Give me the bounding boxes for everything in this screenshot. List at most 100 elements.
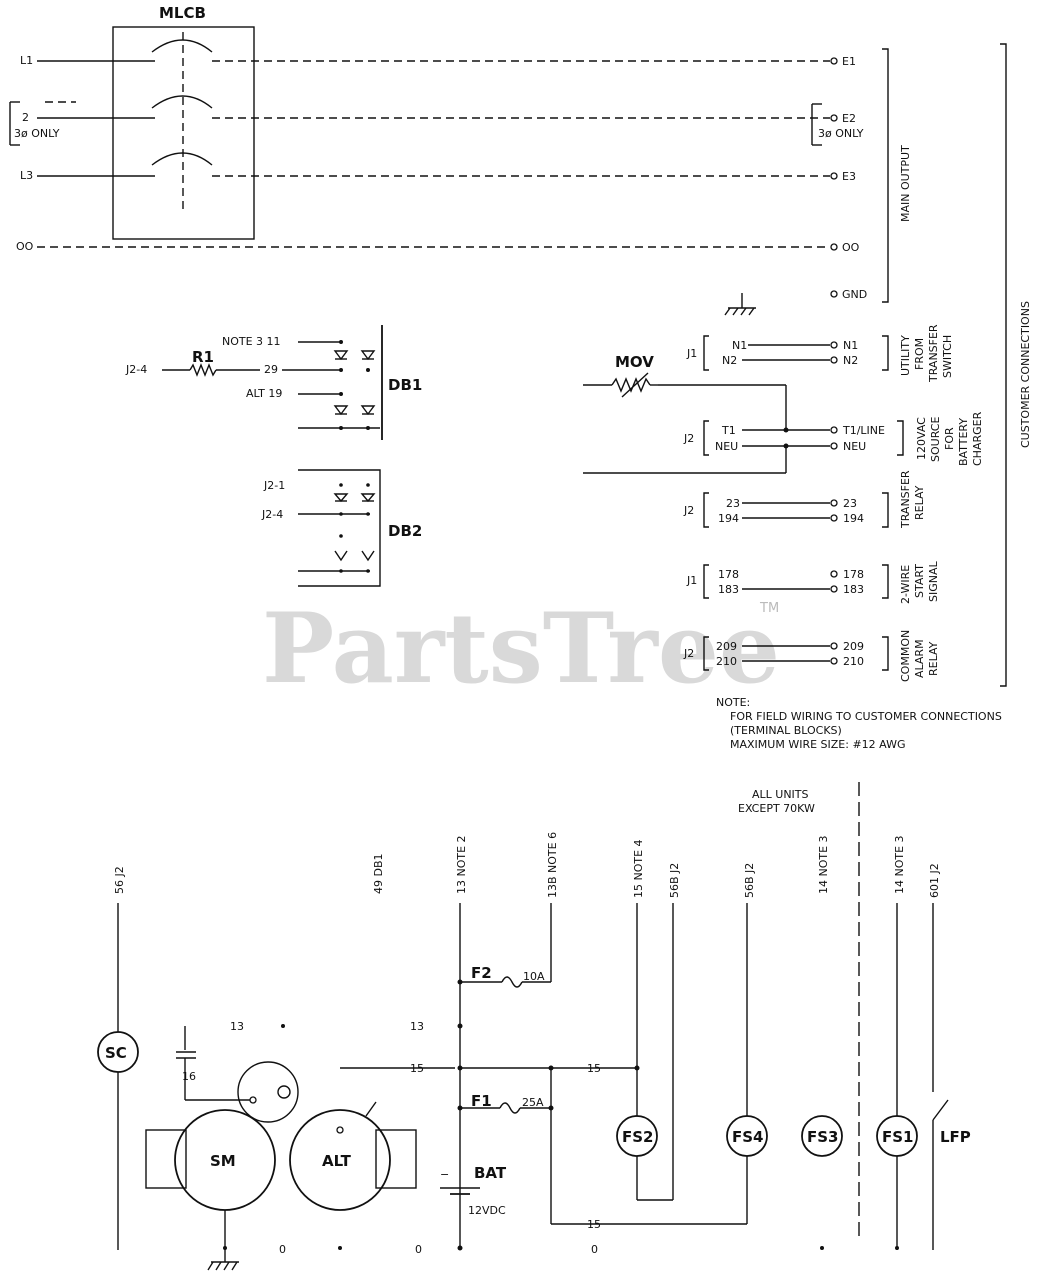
conn-label: J2 <box>683 647 694 660</box>
db1-block: R1 J2-4 29 NOTE 3 11 ALT 19 DB1 <box>125 325 422 440</box>
fs3-label: FS3 <box>807 1128 839 1146</box>
db2-input-j24: J2-4 <box>261 508 283 521</box>
solenoid-circle <box>237 1061 299 1123</box>
wire-label: 15 <box>410 1062 424 1075</box>
desc-transfer-relay: TRANSFER RELAY <box>899 470 926 529</box>
resistor-r1 <box>189 363 217 377</box>
group-utility: J1 N1 N2 N1 N2 <box>686 335 889 371</box>
bat-label: BAT <box>474 1164 507 1182</box>
fs1-switch: FS1 <box>876 903 918 1250</box>
mlcb-inputs: L1 2 3ø ONLY L3 OO <box>9 54 830 253</box>
svg-text:RELAY: RELAY <box>913 485 926 520</box>
svg-text:BATTERY: BATTERY <box>957 418 970 466</box>
output-e3: E3 <box>842 170 856 183</box>
col-label: 13 NOTE 2 <box>455 835 468 894</box>
wire-label: 13 <box>410 1020 424 1033</box>
svg-text:ALL UNITS: ALL UNITS <box>752 788 809 801</box>
r1-input-label: J2-4 <box>125 363 147 376</box>
col-label: 14 NOTE 3 <box>893 835 906 894</box>
db1-input-alt19: ALT 19 <box>246 387 282 400</box>
svg-text:ALARM: ALARM <box>913 639 926 678</box>
term-label: N1 <box>843 339 858 352</box>
desc-utility: UTILITY FROM TRANSFER SWITCH <box>899 324 954 383</box>
input-l2: 2 <box>22 111 29 124</box>
col-label: 49 DB1 <box>372 853 385 894</box>
desc-2wire-start: 2-WIRE START SIGNAL <box>899 560 940 604</box>
desc-alarm-relay: COMMON ALARM RELAY <box>899 630 940 682</box>
svg-text:SIGNAL: SIGNAL <box>927 560 940 602</box>
f2-label: F2 <box>471 964 492 982</box>
group-battery-charger: J2 T1 NEU T1/LINE NEU <box>683 420 904 456</box>
fuse-column: 13 F2 10A F1 25A 15 15 <box>410 903 747 1251</box>
svg-text:COMMON: COMMON <box>899 630 912 682</box>
ground-icon <box>724 293 756 316</box>
column-labels: 56 J2 49 DB1 13 NOTE 2 13B NOTE 6 15 NOT… <box>113 832 941 898</box>
fs1-label: FS1 <box>882 1128 914 1146</box>
term-label: 194 <box>843 512 864 525</box>
fs3-switch: FS3 <box>801 1115 843 1250</box>
wire-label: 209 <box>716 640 737 653</box>
wire-label: 183 <box>718 583 739 596</box>
watermark: PartsTree <box>262 592 780 705</box>
lfp-switch: LFP <box>932 903 971 1250</box>
group-alarm-relay: J2 209 210 209 210 <box>683 636 889 671</box>
term-label: T1/LINE <box>842 424 885 437</box>
wire-label: 0 <box>279 1243 286 1256</box>
term-label: 183 <box>843 583 864 596</box>
wire-label: 178 <box>718 568 739 581</box>
db1-input-note3: NOTE 3 11 <box>222 335 281 348</box>
col-label: 13B NOTE 6 <box>546 832 559 898</box>
col-label: 56B J2 <box>743 863 756 898</box>
col-label: 15 NOTE 4 <box>632 839 645 898</box>
alt-circle <box>289 1109 391 1211</box>
conn-label: J1 <box>686 347 697 360</box>
svg-text:FROM: FROM <box>913 338 926 370</box>
term-label: 209 <box>843 640 864 653</box>
f2-rating: 10A <box>523 970 545 983</box>
customer-connections: CUSTOMER CONNECTIONS J1 N1 N2 N1 N2 J2 T… <box>683 43 1032 687</box>
group-2wire-start: J1 178 183 178 183 <box>686 564 889 599</box>
col-label: 14 NOTE 3 <box>817 835 830 894</box>
bat-voltage: 12VDC <box>468 1204 506 1217</box>
wire-label: 0 <box>415 1243 422 1256</box>
col-label: 601 J2 <box>928 863 941 898</box>
wire-label: 15 <box>587 1062 601 1075</box>
input-3ph-only: 3ø ONLY <box>14 127 60 140</box>
mov-block: MOV <box>583 353 787 474</box>
battery-minus: − <box>440 1168 449 1181</box>
watermark-tm: TM <box>759 601 779 616</box>
output-e2: E2 <box>842 112 856 125</box>
note-line: (TERMINAL BLOCKS) <box>730 724 842 737</box>
sm-label: SM <box>210 1152 236 1170</box>
wire-label: 16 <box>182 1070 196 1083</box>
term-label: 23 <box>843 497 857 510</box>
fuse-icon <box>499 1102 521 1114</box>
term-label: 178 <box>843 568 864 581</box>
output-oo: OO <box>842 241 860 254</box>
db2-block: J2-1 J2-4 DB2 <box>261 469 422 587</box>
wire-label: NEU <box>715 440 738 453</box>
f1-label: F1 <box>471 1092 492 1110</box>
f1-rating: 25A <box>522 1096 544 1109</box>
field-wiring-note: NOTE: FOR FIELD WIRING TO CUSTOMER CONNE… <box>716 696 1002 751</box>
all-units-note: ALL UNITS EXCEPT 70KW <box>738 782 860 1240</box>
svg-text:TRANSFER: TRANSFER <box>899 470 912 529</box>
conn-label: J2 <box>683 504 694 517</box>
input-l3: L3 <box>20 169 33 182</box>
varistor-icon <box>611 377 651 393</box>
col-label: 56B J2 <box>668 863 681 898</box>
db2-input-j21: J2-1 <box>263 479 285 492</box>
svg-text:TRANSFER: TRANSFER <box>927 324 940 383</box>
note-line: MAXIMUM WIRE SIZE: #12 AWG <box>730 738 905 751</box>
wire-label: N2 <box>722 354 737 367</box>
starter-motor: 13 16 15 SM <box>145 1020 455 1271</box>
diode-icon <box>333 493 376 562</box>
fs4-label: FS4 <box>732 1128 764 1146</box>
svg-text:120VAC: 120VAC <box>915 417 928 460</box>
sc-label: SC <box>105 1044 127 1062</box>
term-label: NEU <box>843 440 866 453</box>
alternator: ALT <box>289 1101 417 1211</box>
diode-icon <box>333 350 376 416</box>
note-title: NOTE: <box>716 696 750 709</box>
desc-battery-charger: 120VAC SOURCE FOR BATTERY CHARGER <box>915 411 984 466</box>
